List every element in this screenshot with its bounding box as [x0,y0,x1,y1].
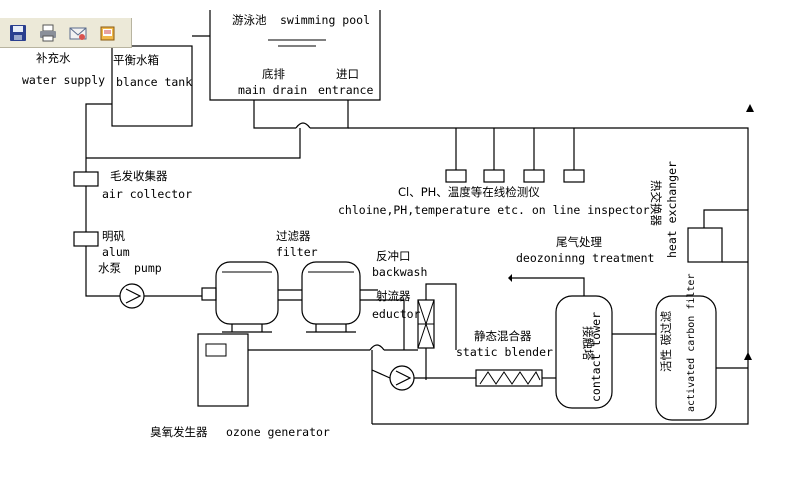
ozone-generator-label-en: ozone generator [226,425,330,439]
main-drain-label-en: main drain [238,83,307,97]
entrance-label-en: entrance [318,83,373,97]
ozone-generator [197,333,249,407]
static-blender-label-en: static blender [456,345,553,359]
backwash-label-en: backwash [372,265,427,279]
balance-tank-label-en: blance tank [116,75,192,89]
pump-label-en: pump [134,261,162,275]
pump-label-cn: 水泵 [98,261,121,275]
heat-exchanger-label-en: heat exchanger [665,161,679,258]
inspector-label-en: chloine,PH,temperature etc. on line insp… [338,203,650,217]
alum-dosing [73,231,99,247]
eductor-label-en: eductor [372,307,421,321]
balance-tank [111,45,193,127]
online-inspectors [445,128,585,183]
water-supply-label-en: water supply [22,73,105,87]
save-icon [10,24,26,41]
print-icon [40,24,56,41]
toolbar [0,18,132,48]
sand-filter-1 [215,261,279,333]
deozoning-label-cn: 尾气处理 [556,235,602,249]
edit-button[interactable] [96,21,120,45]
save-button[interactable] [6,21,30,45]
backwash-label-cn: 反冲口 [376,249,411,263]
email-icon [69,27,87,40]
email-button[interactable] [66,21,90,45]
contact-tower-label-cn: 接触塔 [581,326,595,361]
inspector-label-cn: Cl、PH、温度等在线检测仪 [398,185,540,199]
air-collector-label-cn: 毛发收集器 [110,169,168,183]
booster-pump [389,365,415,391]
pool-label-cn: 游泳池 [232,13,267,27]
static-blender-label-cn: 静态混合器 [474,329,532,343]
deozoning-label-en: deozoninng treatment [516,251,654,265]
entrance-label-cn: 进口 [336,67,359,81]
main-pump [119,283,145,309]
carbon-filter-label-en: activated carbon filter [686,274,697,412]
balance-tank-label-cn: 平衡水箱 [113,53,159,67]
activated-carbon-filter [655,295,717,421]
air-collector [73,171,99,187]
heat-exchanger-label-cn: 热交换器 [649,180,663,226]
eductor-label-cn: 射流器 [376,289,411,303]
water-supply-label-cn: 补充水 [36,51,71,65]
alum-label-en: alum [102,245,130,259]
pool-label-en: swimming pool [280,13,370,27]
static-blender [475,369,543,387]
filter-label-en: filter [276,245,318,259]
main-drain-label-cn: 底排 [262,67,285,81]
heat-exchanger [687,209,749,263]
contact-tower-label-en: contact tower [589,312,603,402]
print-button[interactable] [36,21,60,45]
alum-label-cn: 明矾 [102,229,125,243]
edit-icon [100,26,115,40]
air-collector-label-en: air collector [102,187,192,201]
filter-label-cn: 过滤器 [276,229,311,243]
carbon-filter-label-cn: 活性 碳过滤 [659,310,673,372]
ozone-generator-label-cn: 臭氧发生器 [150,425,208,439]
sand-filter-2 [301,261,361,333]
